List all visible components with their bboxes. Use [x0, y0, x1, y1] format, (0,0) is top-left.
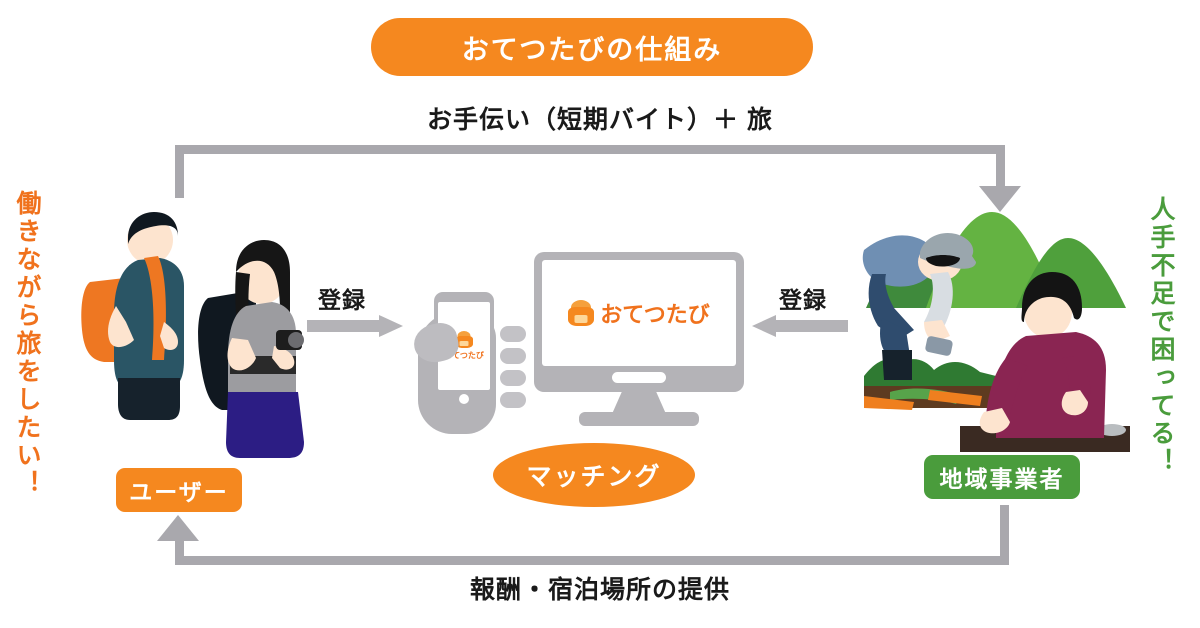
register-label-right: 登録 [779, 287, 827, 313]
user-label-chip: ユーザー [116, 468, 242, 512]
farmer-harvesting-illustration [862, 232, 996, 410]
monitor-neck [612, 392, 666, 414]
register-arrow-right-icon [307, 315, 403, 337]
finger [500, 348, 526, 364]
finger [500, 392, 526, 408]
user-motivation-text: 働きながら旅をしたい！ [13, 190, 41, 498]
hand-holding-phone-group: おてつたび [410, 282, 532, 440]
traveler-illustration-group [60, 210, 330, 470]
traveler-male-illustration [81, 212, 184, 420]
arrowhead-right-icon [379, 315, 403, 337]
monitor-base [579, 412, 699, 426]
page-title: おてつたびの仕組み [371, 18, 813, 76]
top-connector-left-stub [175, 145, 184, 198]
register-arrow-left-icon [752, 315, 848, 337]
register-label-left: 登録 [318, 287, 366, 313]
top-connector-right-stub [996, 145, 1005, 190]
matching-badge: マッチング [493, 443, 695, 507]
bottom-connector-right-stub [1000, 505, 1009, 565]
cook-preparing-food-illustration [960, 272, 1130, 452]
monitor-notch [612, 372, 666, 383]
arrowhead-down-icon [979, 186, 1021, 212]
monitor-icon: おてつたび [534, 252, 756, 438]
arrowhead-up-icon [157, 515, 199, 541]
finger [500, 326, 526, 342]
bottom-flow-caption: 報酬・宿泊場所の提供 [469, 576, 730, 604]
business-need-text: 人手不足で困ってる！ [1147, 196, 1175, 476]
business-label-chip: 地域事業者 [924, 455, 1080, 499]
top-connector-horizontal [175, 145, 1005, 154]
arrow-shaft [774, 320, 848, 332]
monitor-body: おてつたび [534, 252, 744, 392]
backpack-icon [568, 300, 595, 326]
arrowhead-left-icon [752, 315, 776, 337]
backpack-icon [455, 331, 473, 348]
local-business-svg [862, 212, 1130, 452]
phone-logo-text: おてつたび [444, 351, 484, 360]
finger [500, 370, 526, 386]
local-business-illustration-group [830, 190, 1130, 455]
arrow-shaft [307, 320, 381, 332]
travelers-svg [81, 212, 304, 458]
bottom-connector-horizontal [175, 556, 1009, 565]
traveler-female-illustration [198, 240, 304, 458]
monitor-screen: おてつたび [542, 260, 736, 366]
brand-logo-text: おてつたび [600, 302, 710, 327]
phone-home-button [459, 394, 469, 404]
top-flow-caption: お手伝い（短期バイト）＋ 旅 [427, 106, 773, 134]
bottom-connector-left-stub [175, 533, 184, 565]
